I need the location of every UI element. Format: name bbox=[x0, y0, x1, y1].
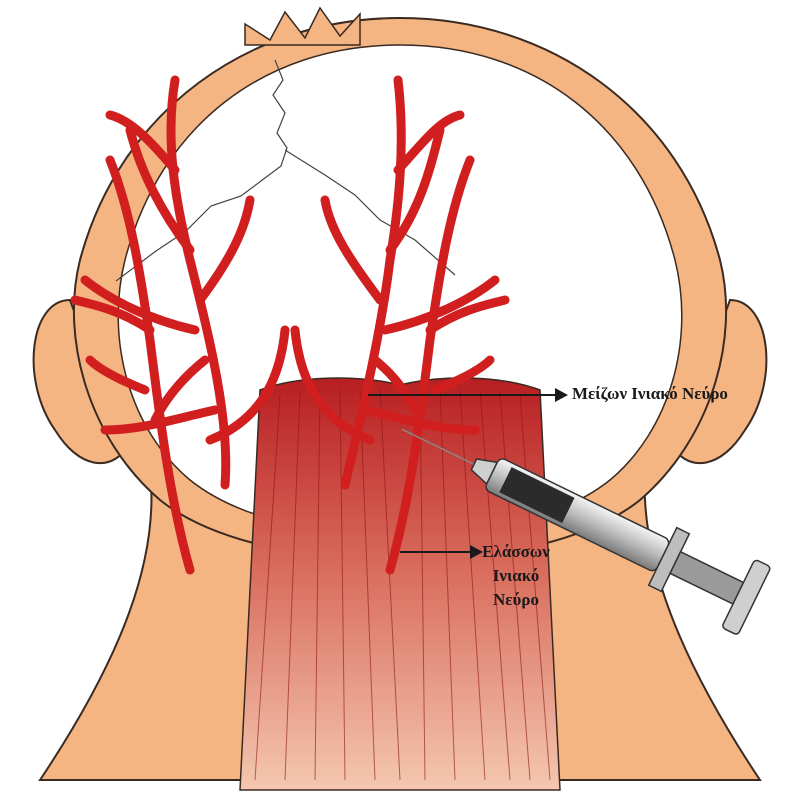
lesser-label-line-2: Ινιακό bbox=[481, 564, 551, 588]
lesser-label-line-3: Νεύρο bbox=[481, 588, 551, 612]
lesser-occipital-nerve-label: Ελάσσων Ινιακό Νεύρο bbox=[481, 540, 551, 612]
greater-occipital-nerve-label: Μείζων Ινιακό Νεύρο bbox=[572, 384, 728, 404]
lesser-label-line-1: Ελάσσων bbox=[481, 540, 551, 564]
